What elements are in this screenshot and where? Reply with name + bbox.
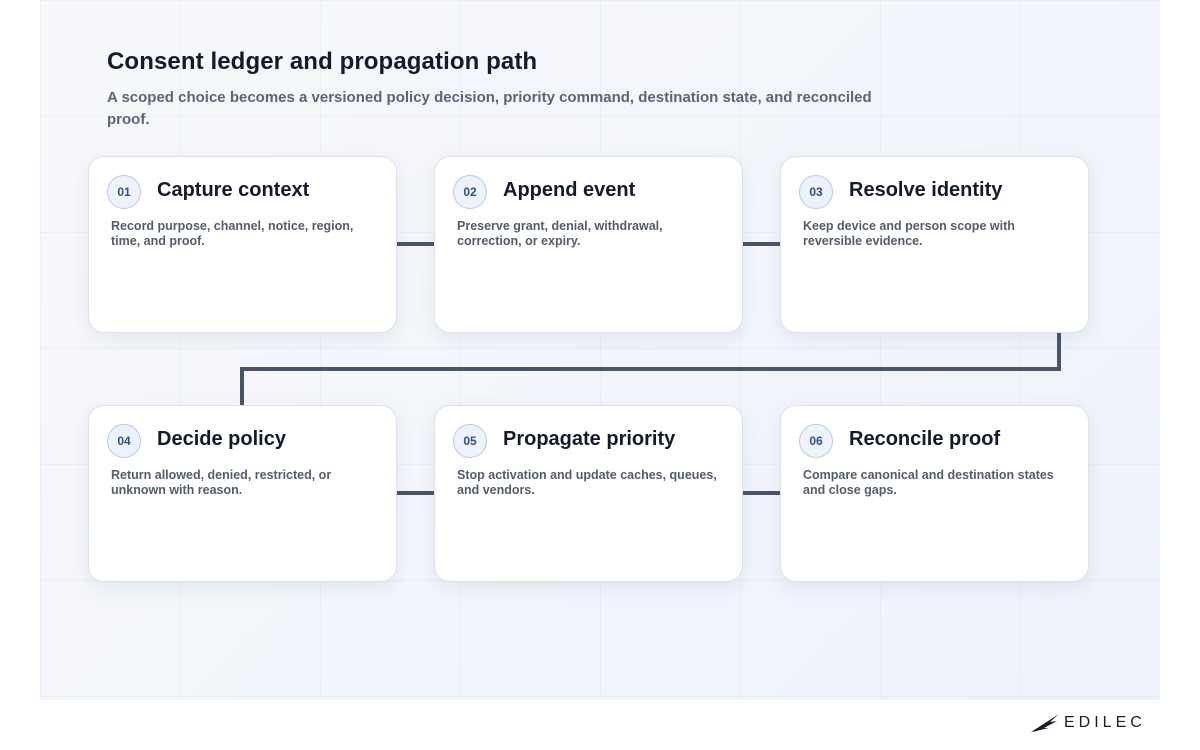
step-title: Append event	[503, 179, 636, 201]
step-description: Return allowed, denied, restricted, or u…	[111, 468, 332, 497]
step-badge: 02	[453, 175, 487, 209]
step-card-06: 06 Reconcile proof Compare canonical and…	[780, 405, 1089, 582]
step-title: Capture context	[157, 179, 310, 201]
bird-wing-icon	[1031, 714, 1059, 732]
step-badge: 03	[799, 175, 833, 209]
step-card-01: 01 Capture context Record purpose, chann…	[88, 156, 397, 333]
step-badge: 06	[799, 424, 833, 458]
step-title: Propagate priority	[503, 428, 676, 450]
page-subtitle: A scoped choice becomes a versioned poli…	[107, 89, 872, 128]
step-card-03: 03 Resolve identity Keep device and pers…	[780, 156, 1089, 333]
step-description: Stop activation and update caches, queue…	[457, 468, 717, 497]
step-card-05: 05 Propagate priority Stop activation an…	[434, 405, 743, 582]
step-card-02: 02 Append event Preserve grant, denial, …	[434, 156, 743, 333]
brand-logo: EDILEC	[1030, 710, 1146, 736]
step-description: Keep device and person scope with revers…	[803, 219, 1015, 248]
brand-name: EDILEC	[1064, 714, 1146, 731]
step-title: Reconcile proof	[849, 428, 1001, 450]
step-title: Decide policy	[157, 428, 286, 450]
connector-03-04	[240, 333, 1061, 406]
step-description: Compare canonical and destination states…	[803, 468, 1054, 497]
page-title: Consent ledger and propagation path	[107, 48, 538, 75]
step-badge: 04	[107, 424, 141, 458]
step-description: Record purpose, channel, notice, region,…	[111, 219, 354, 248]
step-description: Preserve grant, denial, withdrawal, corr…	[457, 219, 663, 248]
step-card-04: 04 Decide policy Return allowed, denied,…	[88, 405, 397, 582]
step-badge: 05	[453, 424, 487, 458]
step-title: Resolve identity	[849, 179, 1003, 201]
step-badge: 01	[107, 175, 141, 209]
diagram-canvas	[40, 0, 1160, 700]
